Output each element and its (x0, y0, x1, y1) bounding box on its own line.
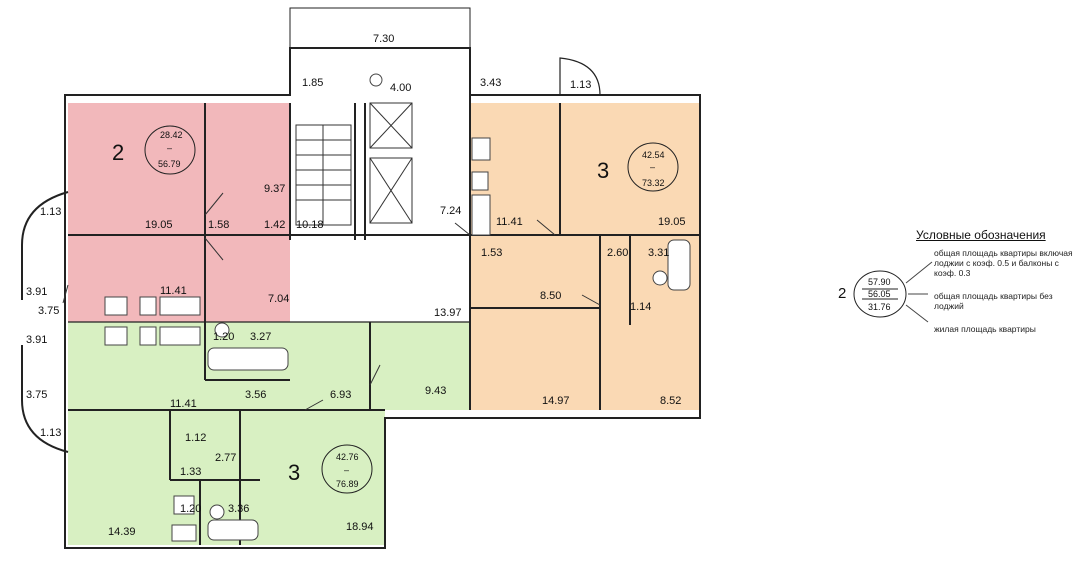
toilet-icon (214, 322, 230, 338)
room-area: 4.00 (390, 82, 411, 94)
room-area: 7.30 (373, 33, 394, 45)
legend-symbol: 57.90 56.05 31.76 (853, 261, 933, 323)
apartment-rooms: 3 (288, 460, 300, 485)
legend-desc-total: общая площадь квартиры без лоджий (934, 291, 1053, 311)
legend-v3: 31.76 (868, 302, 891, 312)
room-area: 9.43 (425, 385, 446, 397)
area-total: 73.32 (642, 178, 665, 188)
stove-icon (471, 137, 491, 161)
doors (62, 192, 601, 411)
room-area: 1.13 (40, 427, 61, 439)
room-area: 19.05 (658, 216, 686, 228)
bathtub-icon (667, 239, 691, 291)
room-area: 1.13 (570, 79, 591, 91)
sink-icon (471, 171, 489, 191)
area-dash: – (650, 162, 655, 172)
apartment-3-bottom-badge[interactable]: 3 42.76 – 76.89 (288, 444, 373, 494)
legend-title: Условные обозначения (916, 228, 1046, 242)
toilet-icon (209, 504, 225, 520)
room-area: 18.94 (346, 521, 374, 533)
area-dash: – (167, 143, 172, 153)
room-area: 1.53 (481, 247, 502, 259)
room-area: 3.31 (648, 247, 669, 259)
room-area: 7.24 (440, 205, 461, 217)
stove-icon (104, 296, 128, 316)
room-area: 3.75 (26, 389, 47, 401)
room-area: 1.12 (185, 432, 206, 444)
room-area: 3.56 (245, 389, 266, 401)
apartment-3-right-badge[interactable]: 3 42.54 – 73.32 (597, 142, 679, 192)
legend-desc-living: жилая площадь квартиры (934, 324, 1036, 334)
room-area: 1.42 (264, 219, 285, 231)
legend-v2: 56.05 (868, 289, 891, 299)
room-area: 3.91 (26, 334, 47, 346)
room-area: 11.41 (170, 398, 197, 410)
room-area: 1.13 (40, 206, 61, 218)
room-area: 1.20 (180, 503, 201, 515)
room-area: 1.85 (302, 77, 323, 89)
room-area: 11.41 (496, 216, 523, 228)
area-with-loggia: 42.54 (642, 150, 665, 160)
room-area: 19.05 (145, 219, 173, 231)
apartment-2-badge[interactable]: 2 28.42 – 56.79 (112, 125, 196, 175)
room-area: 3.43 (480, 77, 501, 89)
area-with-loggia: 28.42 (160, 130, 183, 140)
stove-icon (104, 326, 128, 346)
fixtures (104, 73, 691, 542)
room-area: 8.52 (660, 395, 681, 407)
legend-number: 2 (838, 285, 847, 302)
room-area: 3.27 (250, 331, 271, 343)
room-area: 10.18 (296, 219, 324, 231)
room-area: 14.97 (542, 395, 570, 407)
area-with-loggia: 42.76 (336, 452, 359, 462)
apartment-rooms: 2 (112, 140, 124, 165)
area-total: 56.79 (158, 159, 181, 169)
room-area: 11.41 (160, 285, 187, 297)
room-labels: 7.30 1.85 4.00 3.43 1.13 9.37 19.05 1.58… (26, 33, 686, 538)
area-total: 76.89 (336, 479, 359, 489)
room-area: 1.33 (180, 466, 201, 478)
room-area: 7.04 (268, 293, 289, 305)
room-area: 6.93 (330, 389, 351, 401)
room-area: 1.14 (630, 301, 651, 313)
room-area: 3.91 (26, 286, 47, 298)
room-area: 1.58 (208, 219, 229, 231)
room-area: 13.97 (434, 307, 462, 319)
sink-icon (139, 326, 157, 346)
room-area: 2.77 (215, 452, 236, 464)
room-area: 9.37 (264, 183, 285, 195)
apartment-3-room-right-area[interactable] (470, 103, 700, 410)
stairwell (295, 102, 413, 226)
area-dash: – (344, 465, 349, 475)
bathtub-icon (207, 347, 289, 371)
apartment-2-room-area[interactable] (68, 103, 290, 322)
apartment-rooms: 3 (597, 158, 609, 183)
sink-icon (139, 296, 157, 316)
bathtub-icon (207, 519, 259, 541)
legend-v1: 57.90 (868, 277, 891, 287)
room-area: 1.20 (213, 331, 234, 343)
room-area: 3.75 (38, 305, 59, 317)
room-area: 14.39 (108, 526, 136, 538)
legend-desc-total-loggia: общая площадь квартиры включая лоджии с … (934, 248, 1073, 278)
toilet-icon (652, 270, 668, 286)
room-area: 3.36 (228, 503, 249, 515)
room-area: 2.60 (607, 247, 628, 259)
room-area: 8.50 (540, 290, 561, 302)
